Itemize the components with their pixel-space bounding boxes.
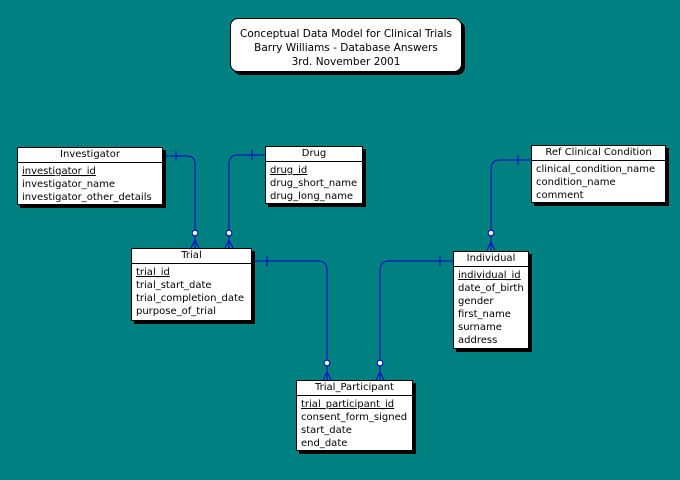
attribute: condition_name (536, 177, 616, 188)
attribute-pk: trial_participant_id (301, 399, 395, 410)
entity-name: Ref Clinical Condition (532, 146, 665, 161)
attribute: investigator_other_details (22, 192, 152, 203)
entity-trial-participant[interactable]: Trial_Participant trial_participant_id c… (296, 380, 413, 451)
attribute-pk: investigator_id (22, 166, 96, 177)
entity-ref-clinical-condition[interactable]: Ref Clinical Condition clinical_conditio… (531, 145, 666, 203)
rel-investigator-trial (163, 155, 196, 248)
attribute: first_name (458, 309, 511, 320)
attribute: address (458, 335, 498, 346)
entity-name: Investigator (18, 148, 162, 163)
attribute: gender (458, 296, 494, 307)
attribute: surname (458, 322, 502, 333)
diagram-title-box: Conceptual Data Model for Clinical Trial… (230, 18, 462, 72)
entity-individual[interactable]: Individual individual_id date_of_birth g… (453, 251, 529, 349)
rel-condition-individual (490, 159, 531, 250)
entity-name: Trial_Participant (297, 381, 412, 396)
title-line-2: Barry Williams - Database Answers (254, 42, 438, 54)
attribute-pk: drug_id (270, 165, 308, 176)
entity-name: Drug (266, 147, 362, 162)
attribute: purpose_of_trial (136, 306, 216, 317)
entity-name: Trial (132, 249, 251, 264)
attribute: drug_short_name (270, 178, 358, 189)
attribute: clinical_condition_name (536, 164, 656, 175)
title-line-1: Conceptual Data Model for Clinical Trial… (240, 28, 452, 40)
attribute: trial_completion_date (136, 293, 245, 304)
attribute: trial_start_date (136, 280, 212, 291)
rel-individual-participant (379, 260, 453, 380)
attribute: consent_form_signed (301, 412, 408, 423)
attribute: end_date (301, 438, 348, 449)
attribute-pk: individual_id (458, 270, 521, 281)
attribute: investigator_name (22, 179, 116, 190)
rel-drug-trial (228, 154, 265, 248)
attribute: comment (536, 190, 584, 201)
attribute-pk: trial_id (136, 267, 170, 278)
title-line-3: 3rd. November 2001 (291, 56, 401, 68)
entity-name: Individual (454, 252, 528, 267)
entity-drug[interactable]: Drug drug_id drug_short_name drug_long_n… (265, 146, 363, 204)
entity-investigator[interactable]: Investigator investigator_id investigato… (17, 147, 163, 205)
attribute: start_date (301, 425, 352, 436)
attribute: drug_long_name (270, 191, 354, 202)
attribute: date_of_birth (458, 283, 524, 294)
rel-trial-participant (252, 260, 328, 380)
entity-trial[interactable]: Trial trial_id trial_start_date trial_co… (131, 248, 252, 321)
